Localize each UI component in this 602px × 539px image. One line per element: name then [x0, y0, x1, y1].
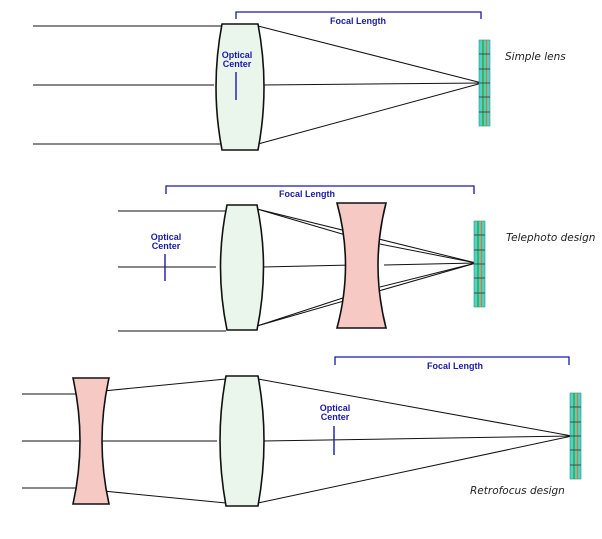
image-sensor [478, 39, 491, 127]
optical-center-label-line1: Optical [222, 50, 253, 60]
converging-ray [262, 435, 573, 442]
converging-ray [257, 378, 573, 437]
retrofocus-panel: Optical Center Focal Length Retrofocus d… [22, 356, 582, 507]
converging-ray [379, 243, 477, 264]
focal-length-label: Focal Length [330, 16, 386, 26]
concave-lens [72, 377, 110, 505]
caption-simple-lens: Simple lens [505, 51, 566, 63]
focal-length-bracket [165, 185, 475, 194]
simple-lens-panel: Optical Center Focal Length Simple lens [33, 11, 566, 151]
optical-center-label-line1: Optical [320, 403, 351, 413]
converging-ray [257, 435, 573, 504]
converging-ray [256, 295, 350, 327]
caption-retrofocus: Retrofocus design [470, 485, 565, 497]
convex-lens [215, 23, 265, 151]
optical-center-label-line2: Center [321, 412, 350, 422]
image-sensor [473, 220, 486, 308]
caption-telephoto: Telephoto design [506, 232, 595, 244]
convex-lens [219, 204, 265, 331]
optical-center-label-line1: Optical [151, 232, 182, 242]
diverging-ray [102, 378, 227, 392]
optical-center-label-line2: Center [223, 59, 252, 69]
focal-length-bracket [235, 11, 482, 19]
focal-length-bracket [334, 356, 570, 365]
convex-lens [219, 375, 265, 507]
converging-ray [383, 262, 477, 266]
focal-length-label: Focal Length [279, 189, 335, 199]
diverging-ray [102, 490, 227, 504]
converging-ray [379, 262, 477, 288]
concave-lens [335, 202, 388, 329]
optical-center-label-line2: Center [152, 241, 181, 251]
converging-ray [261, 82, 483, 86]
telephoto-panel: Optical Center Focal Length Telephoto de… [118, 185, 595, 332]
focal-length-label: Focal Length [427, 361, 483, 371]
converging-ray [256, 208, 350, 237]
converging-ray [257, 25, 483, 84]
converging-ray [257, 82, 483, 145]
converging-ray [261, 264, 354, 268]
image-sensor [569, 392, 582, 480]
